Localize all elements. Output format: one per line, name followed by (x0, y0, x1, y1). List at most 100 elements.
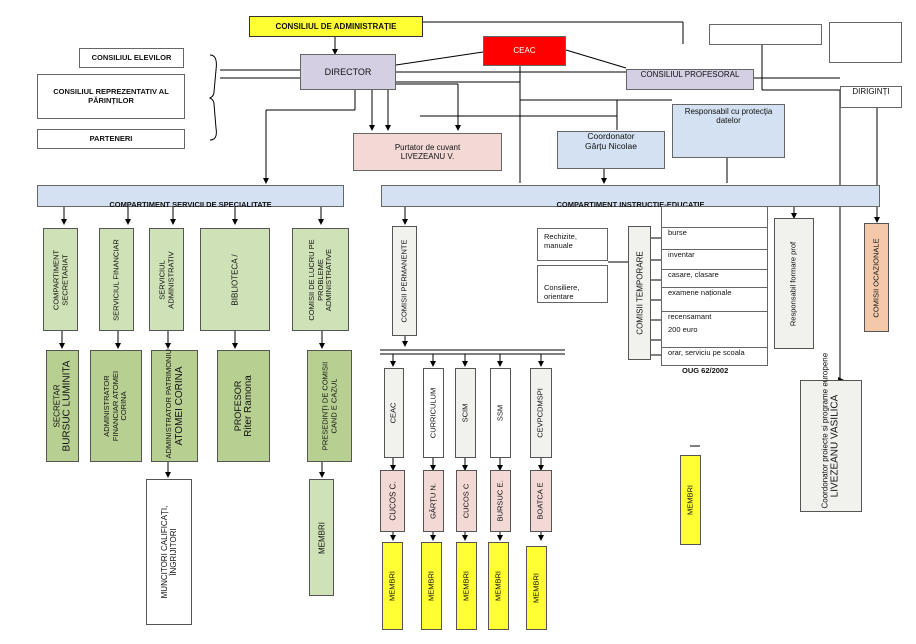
profesor-role: PROFESOR (232, 380, 243, 432)
coordonator-scim-box: CUCOS C (456, 470, 477, 532)
diriginti-box: DIRIGINȚI (840, 86, 902, 108)
consiliul-parintilor-box: CONSILIUL REPREZENTATIV AL PĂRINȚILOR (37, 74, 185, 119)
consiliul-administratie-label: CONSILIUL DE ADMINISTRAȚIE (275, 21, 397, 31)
membri-label: MEMBRI (493, 571, 503, 601)
ceac-top-box: CEAC (483, 36, 566, 66)
comisii-temporare-label: COMISII TEMPORARE (634, 251, 644, 335)
membri-cevpcdmspi-box: MEMBRI (526, 546, 547, 630)
coordonator-curriculum-label: GÂRȚU N. (428, 483, 438, 519)
oug-label: OUG 62/2002 (682, 366, 729, 375)
consiliul-administratie-box: CONSILIUL DE ADMINISTRAȚIE (249, 16, 423, 37)
biblioteca-box: BIBLIOTECA / (200, 228, 270, 331)
administrativ-box: SERVICIUL ADMINISTRATIV (149, 228, 184, 331)
comisii-lucru-label: COMISII DE LUCRU PE PROBLEME ADMINISTRAT… (306, 238, 333, 321)
coordonator-ssm-label: BURSUC E. (495, 480, 505, 522)
membri-curriculum-box: MEMBRI (421, 542, 442, 630)
comisie-ssm-label: SSM (495, 404, 505, 422)
servicii-header-label: COMPARTIMENT SERVICII DE SPECIALITATE (109, 200, 272, 210)
temporare-item: burse (662, 227, 767, 243)
responsabil-date-box: Responsabil cu protecția datelor (672, 104, 785, 158)
proiecte-role: Coordonator proiecte si programe europen… (820, 352, 830, 509)
instructie-header-box: COMPARTIMENT INSTRUCTIE-EDUCATIE (381, 185, 880, 210)
profesor-name: Riter Ramona (242, 375, 254, 437)
comisii-permanente-box: COMISII PERMANENTE (392, 226, 417, 336)
biblioteca-label: BIBLIOTECA / (230, 253, 240, 306)
administrator-financiar-label: ADMINISTRATOR FINANCIAR ATOMEI CORINA (102, 370, 129, 442)
consiliul-profesoral-label: CONSILIUL PROFESORAL (640, 70, 740, 79)
temporare-item: orar, serviciu pe scoala (662, 347, 767, 361)
membri-label: MEMBRI (387, 571, 397, 601)
presedinti-box: PRESEDINȚI DE COMISII CAND E CAZUL (307, 350, 352, 462)
muncitori-label: MUNCITORI CALIFICAȚI, ÎNGRIJITORI (159, 505, 178, 599)
membri-scim-box: MEMBRI (456, 542, 477, 630)
comisii-ocazionale-label: COMISII OCAZIONALE (871, 237, 881, 318)
responsabil-formare-label: Responsabil formare prof (788, 241, 798, 326)
coordonator-scim-label: CUCOS C (461, 483, 471, 519)
blank-box-1 (709, 24, 822, 45)
coordonator-box: Coordonator Gârțu Nicolae (557, 131, 665, 169)
coordonator-cevpcdmspi-box: BOATCA E (530, 470, 552, 532)
consiliere-label: Consiliere, orientare (544, 283, 580, 301)
presedinti-label: PRESEDINȚI DE COMISII CAND E CAZUL (319, 361, 338, 451)
membri-servicii-box: MEMBRI (309, 479, 334, 596)
comisie-ssm-box: SSM (490, 368, 511, 458)
membri-ssm-box: MEMBRI (488, 542, 509, 630)
proiecte-name: LIVEZEANU VASILICA (829, 394, 841, 498)
coordonator-ssm-box: BURSUC E. (490, 470, 511, 532)
comisie-cevpcdmspi-label: CEVPCDMSPI (535, 388, 545, 438)
comisie-cevpcdmspi-box: CEVPCDMSPI (530, 368, 552, 458)
temporare-item: casare, clasare (662, 269, 767, 285)
comisii-permanente-label: COMISII PERMANENTE (399, 239, 409, 323)
membri-ceac-box: MEMBRI (382, 542, 403, 630)
responsabil-date-label: Responsabil cu protecția datelor (684, 107, 773, 126)
comisii-ocazionale-box: COMISII OCAZIONALE (864, 223, 889, 332)
financiar-label: SERVICIUL FINANCIAR (111, 238, 121, 321)
comisie-ceac-box: CEAC (384, 368, 404, 458)
rechizite-label: Rechizite, manuale (544, 232, 577, 250)
purtator-cuvant-label: Purtator de cuvant LIVEZEANU V. (394, 142, 461, 161)
membri-label: MEMBRI (461, 571, 471, 601)
comisie-ceac-label: CEAC (388, 402, 398, 424)
temporare-list: burse inventar casare, clasare examene n… (661, 206, 768, 366)
comisie-scim-label: SCIM (460, 403, 470, 423)
coordonator-ceac-label: CUCOS C. (387, 481, 397, 521)
consiliul-elevilor-box: CONSILIUL ELEVILOR (79, 48, 184, 68)
membri-temporare-box: MEMBRI (680, 455, 701, 545)
instructie-header-label: COMPARTIMENT INSTRUCTIE-EDUCATIE (556, 200, 705, 210)
temporare-item: recensamant (662, 311, 767, 325)
proiecte-text: Coordonator proiecte si programe europen… (820, 352, 842, 509)
coordonator-ceac-box: CUCOS C. (380, 470, 405, 532)
membri-servicii-label: MEMBRI (316, 521, 326, 554)
temporare-item: examene naționale (662, 287, 767, 303)
membri-label: MEMBRI (685, 485, 695, 515)
purtator-cuvant-box: Purtator de cuvant LIVEZEANU V. (353, 133, 502, 171)
consiliul-parintilor-label: CONSILIUL REPREZENTATIV AL PĂRINȚILOR (53, 86, 169, 105)
comisii-lucru-box: COMISII DE LUCRU PE PROBLEME ADMINISTRAT… (292, 228, 349, 331)
membri-label: MEMBRI (531, 573, 541, 603)
administrator-financiar-box: ADMINISTRATOR FINANCIAR ATOMEI CORINA (90, 350, 142, 462)
administrativ-label: SERVICIUL ADMINISTRATIV (156, 250, 175, 309)
secretariat-box: COMPARTIMENT SECRETARIAT (43, 228, 78, 331)
comisie-scim-box: SCIM (455, 368, 476, 458)
director-label: DIRECTOR (324, 66, 372, 77)
consiliul-elevilor-label: CONSILIUL ELEVILOR (91, 52, 172, 62)
coordonator-cevpcdmspi-label: BOATCA E (535, 482, 545, 520)
director-box: DIRECTOR (300, 54, 396, 90)
secretar-name: BURSUC LUMINITA (61, 360, 73, 452)
financiar-box: SERVICIUL FINANCIAR (99, 228, 134, 331)
blank-box-2 (829, 22, 902, 63)
comisie-curriculum-label: CURRICULUM (428, 387, 438, 439)
servicii-header-box: COMPARTIMENT SERVICII DE SPECIALITATE (37, 185, 344, 210)
coordonator-proiecte-box: Coordonator proiecte si programe europen… (800, 352, 862, 512)
comisie-curriculum-box: CURRICULUM (423, 368, 444, 458)
diriginti-label: DIRIGINȚI (852, 87, 890, 96)
patrimoniu-role: ADMINISTRATOR PATRIMONIU (163, 349, 173, 459)
membri-label: MEMBRI (426, 571, 436, 601)
parteneri-label: PARTENERI (89, 133, 133, 143)
